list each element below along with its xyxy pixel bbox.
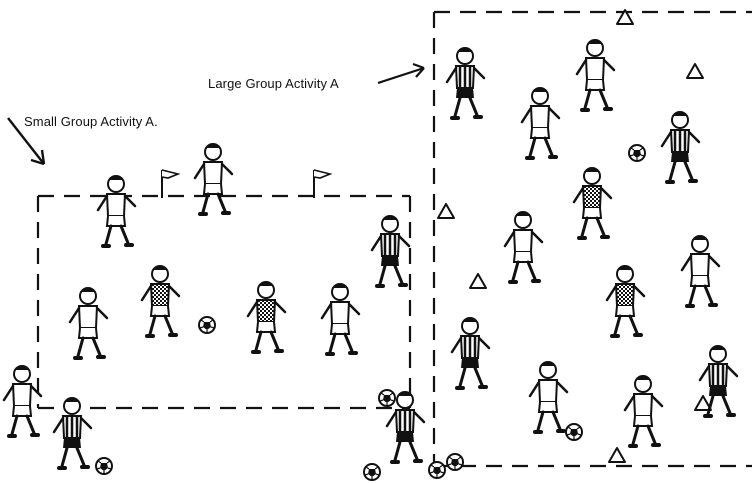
player-figure (680, 234, 721, 308)
player-figure (623, 374, 664, 448)
small-group-field (36, 194, 412, 410)
soccer-ball-icon (95, 457, 113, 475)
player-figure (140, 264, 181, 338)
player-figure (96, 174, 137, 248)
player-figure (52, 396, 93, 470)
player-figure (193, 142, 234, 216)
soccer-ball-icon (628, 144, 646, 162)
player-figure (605, 264, 646, 338)
player-figure (660, 110, 701, 184)
player-figure (572, 166, 613, 240)
soccer-ball-icon (363, 463, 381, 481)
small-group-label: Small Group Activity A. (24, 114, 158, 129)
large-group-arrow (377, 62, 425, 85)
soccer-ball-icon (378, 389, 396, 407)
soccer-ball-icon (565, 423, 583, 441)
player-figure (503, 210, 544, 284)
triangle-cone-icon (686, 63, 704, 79)
triangle-cone-icon (608, 447, 626, 463)
corner-flag-icon (313, 169, 331, 199)
player-figure (68, 286, 109, 360)
player-figure (575, 38, 616, 112)
corner-flag-icon (161, 169, 179, 199)
triangle-cone-icon (469, 273, 487, 289)
player-figure (528, 360, 569, 434)
soccer-ball-icon (446, 453, 464, 471)
player-figure (370, 214, 411, 288)
player-figure (2, 364, 43, 438)
large-group-field (432, 10, 752, 472)
small-group-arrow (7, 117, 46, 166)
player-figure (520, 86, 561, 160)
player-figure (445, 46, 486, 120)
soccer-ball-icon (428, 461, 446, 479)
player-figure (320, 282, 361, 356)
soccer-ball-icon (198, 316, 216, 334)
large-group-label: Large Group Activity A (208, 76, 339, 91)
player-figure (450, 316, 491, 390)
player-figure (246, 280, 287, 354)
triangle-cone-icon (437, 203, 455, 219)
